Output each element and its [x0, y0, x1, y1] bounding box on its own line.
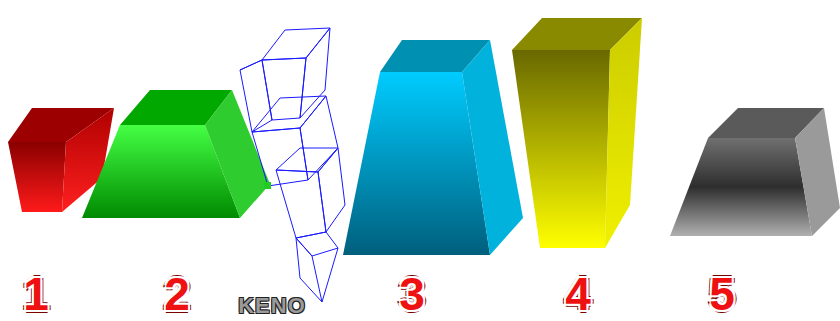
- wireframe-frustums: [240, 28, 345, 302]
- wire-front: [262, 58, 306, 120]
- callout-number: 1: [23, 271, 49, 317]
- side-face: [605, 18, 642, 248]
- yellow-frustum: [512, 18, 642, 248]
- word-label: KENO: [238, 295, 306, 317]
- wire-front: [276, 170, 326, 238]
- wire-edge: [322, 248, 338, 302]
- front-face: [670, 138, 812, 236]
- wire-top: [252, 96, 326, 132]
- grey-frustum: [670, 108, 840, 236]
- front-face: [8, 142, 66, 212]
- wire-front: [252, 128, 308, 186]
- callout-number: 5: [709, 271, 735, 317]
- callout-number: 4: [565, 271, 591, 317]
- side-face: [205, 90, 270, 218]
- wire-side: [300, 28, 330, 118]
- cyan-frustum: [343, 40, 523, 255]
- wire-side: [318, 148, 345, 232]
- wire-top: [296, 232, 338, 256]
- callout-number: 3: [399, 271, 425, 317]
- wire-side: [300, 96, 338, 180]
- green-dot: [264, 182, 271, 189]
- side-face: [462, 40, 523, 255]
- callout-number: 2: [164, 271, 190, 317]
- wire-top: [276, 148, 338, 172]
- wire-back: [240, 60, 272, 132]
- side-face: [795, 108, 840, 236]
- front-face: [512, 50, 610, 248]
- green-frustum: [82, 90, 270, 218]
- wire-top: [262, 28, 330, 60]
- wire-front: [296, 238, 322, 302]
- wire-edge: [240, 60, 262, 70]
